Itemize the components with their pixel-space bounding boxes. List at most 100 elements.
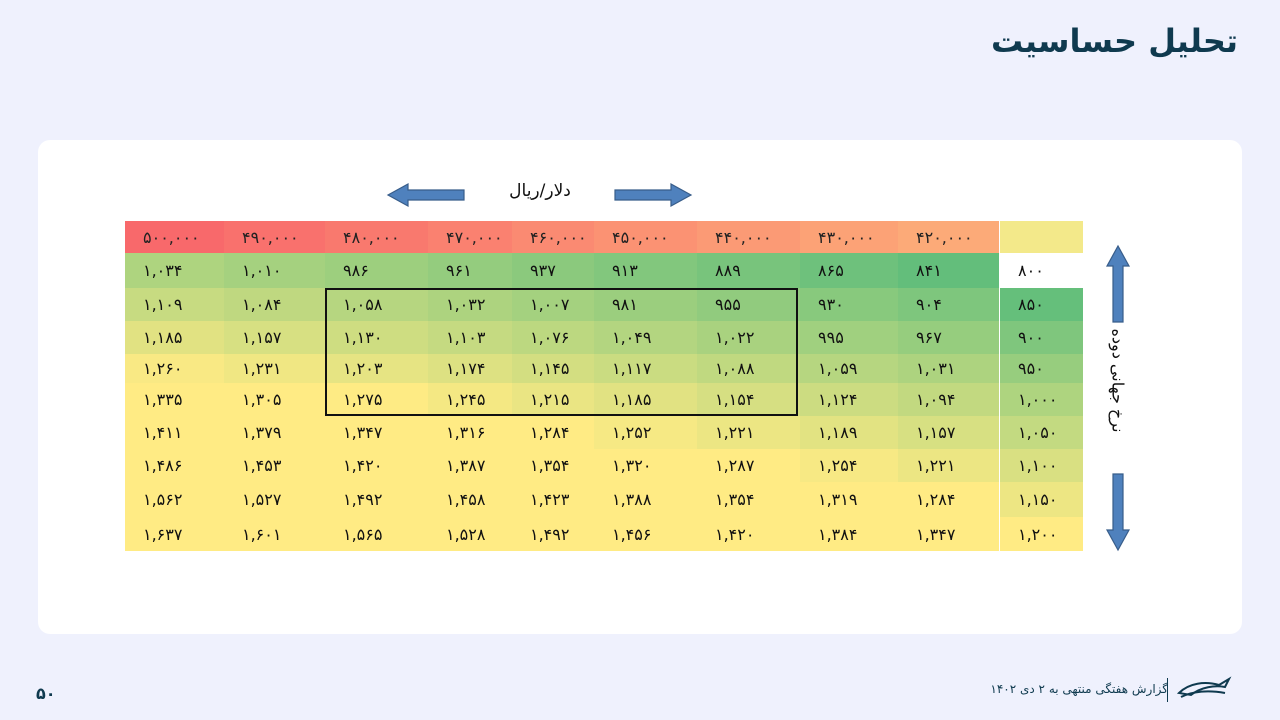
table-cell: ۹۸۶ <box>325 253 428 288</box>
table-cell: ۱,۲۶۰ <box>125 354 224 383</box>
table-cell: ۹۰۴ <box>898 288 999 321</box>
table-cell: ۱,۱۷۴ <box>428 354 512 383</box>
table-cell: ۱,۳۸۸ <box>594 482 697 517</box>
table-cell: ۱,۲۸۴ <box>512 416 594 449</box>
table-cell: ۱,۳۴۷ <box>898 517 999 551</box>
column-header: ۴۷۰,۰۰۰ <box>428 221 512 253</box>
row-header-rate: ۱,۲۰۰ <box>1000 517 1083 551</box>
table-cell: ۸۶۵ <box>800 253 898 288</box>
table-cell: ۱,۲۸۴ <box>898 482 999 517</box>
y-axis-label-wrap: نرخ جهانی دوده <box>1103 300 1133 460</box>
table-cell: ۱,۳۵۴ <box>512 449 594 482</box>
table-cell: ۱,۱۸۵ <box>125 321 224 354</box>
table-cell: ۸۴۱ <box>898 253 999 288</box>
row-header-rate: ۱,۰۰۰ <box>1000 383 1083 416</box>
column-header: ۴۸۰,۰۰۰ <box>325 221 428 253</box>
row-header-rate: ۱,۰۵۰ <box>1000 416 1083 449</box>
arrow-right-icon <box>614 182 693 208</box>
table-cell: ۱,۱۸۹ <box>800 416 898 449</box>
x-axis-label: دلار/ریال <box>509 181 571 201</box>
table-cell: ۱,۲۵۲ <box>594 416 697 449</box>
row-header-rate: ۸۵۰ <box>1000 288 1083 321</box>
table-cell: ۱,۱۰۹ <box>125 288 224 321</box>
arrow-down-icon <box>1105 473 1131 552</box>
table-cell: ۹۶۱ <box>428 253 512 288</box>
table-cell: ۱,۲۸۷ <box>697 449 800 482</box>
arrow-left-icon <box>386 182 465 208</box>
table-cell: ۱,۱۵۴ <box>697 383 800 416</box>
arrow-up-icon <box>1105 244 1131 323</box>
table-cell: ۹۵۵ <box>697 288 800 321</box>
column-header: ۵۰۰,۰۰۰ <box>125 221 224 253</box>
table-cell: ۱,۱۵۷ <box>224 321 325 354</box>
table-cell: ۱,۴۲۰ <box>325 449 428 482</box>
table-cell: ۱,۲۰۳ <box>325 354 428 383</box>
table-cell: ۱,۵۶۲ <box>125 482 224 517</box>
table-cell: ۱,۵۲۷ <box>224 482 325 517</box>
table-cell: ۱,۴۲۰ <box>697 517 800 551</box>
table-cell: ۱,۴۵۸ <box>428 482 512 517</box>
table-cell: ۱,۰۷۶ <box>512 321 594 354</box>
column-header: ۴۲۰,۰۰۰ <box>898 221 999 253</box>
table-cell: ۹۹۵ <box>800 321 898 354</box>
table-cell: ۱,۳۱۹ <box>800 482 898 517</box>
column-header: ۴۳۰,۰۰۰ <box>800 221 898 253</box>
table-cell: ۱,۳۸۴ <box>800 517 898 551</box>
row-header-rate: ۸۰۰ <box>1018 261 1044 280</box>
table-cell: ۱,۱۸۵ <box>594 383 697 416</box>
table-cell: ۱,۲۲۱ <box>697 416 800 449</box>
table-cell: ۱,۲۵۴ <box>800 449 898 482</box>
table-cell: ۱,۳۷۹ <box>224 416 325 449</box>
row-header-rate: ۱,۱۰۰ <box>1000 449 1083 482</box>
table-cell: ۱,۲۴۵ <box>428 383 512 416</box>
page-number: ۵۰ <box>36 684 56 703</box>
table-cell: ۱,۰۵۹ <box>800 354 898 383</box>
table-cell: ۹۸۱ <box>594 288 697 321</box>
table-cell: ۹۶۷ <box>898 321 999 354</box>
table-cell: ۱,۴۹۲ <box>512 517 594 551</box>
table-cell: ۱,۳۵۴ <box>697 482 800 517</box>
table-cell: ۱,۰۸۸ <box>697 354 800 383</box>
table-cell: ۱,۲۷۵ <box>325 383 428 416</box>
table-cell: ۱,۳۴۷ <box>325 416 428 449</box>
table-cell: ۱,۲۱۵ <box>512 383 594 416</box>
table-cell: ۱,۰۱۰ <box>224 253 325 288</box>
column-header: ۴۶۰,۰۰۰ <box>512 221 594 253</box>
highlight-box <box>325 288 798 416</box>
table-cell: ۱,۴۵۶ <box>594 517 697 551</box>
table-cell: ۱,۴۲۳ <box>512 482 594 517</box>
table-cell: ۸۸۹ <box>697 253 800 288</box>
table-cell: ۱,۱۳۰ <box>325 321 428 354</box>
company-logo-icon <box>1176 676 1232 698</box>
table-cell: ۱,۰۹۴ <box>898 383 999 416</box>
table-cell: ۱,۵۲۸ <box>428 517 512 551</box>
table-cell: ۱,۰۳۴ <box>125 253 224 288</box>
table-cell: ۱,۰۳۱ <box>898 354 999 383</box>
corner-cell <box>1000 221 1083 253</box>
report-caption: گزارش هفتگی منتهی به ۲ دی ۱۴۰۲ <box>990 682 1168 696</box>
page-title: تحلیل حساسیت <box>991 22 1238 60</box>
table-cell: ۱,۰۰۷ <box>512 288 594 321</box>
y-axis-label: نرخ جهانی دوده <box>1108 327 1128 433</box>
table-cell: ۱,۱۵۷ <box>898 416 999 449</box>
table-cell: ۱,۰۴۹ <box>594 321 697 354</box>
table-cell: ۱,۱۰۳ <box>428 321 512 354</box>
table-cell: ۹۱۳ <box>594 253 697 288</box>
table-cell: ۱,۱۴۵ <box>512 354 594 383</box>
table-cell: ۱,۴۵۳ <box>224 449 325 482</box>
table-cell: ۱,۵۶۵ <box>325 517 428 551</box>
table-cell: ۱,۳۳۵ <box>125 383 224 416</box>
table-cell: ۱,۲۲۱ <box>898 449 999 482</box>
table-cell: ۱,۳۲۰ <box>594 449 697 482</box>
table-cell: ۱,۴۸۶ <box>125 449 224 482</box>
table-cell: ۱,۴۱۱ <box>125 416 224 449</box>
table-cell: ۱,۰۳۲ <box>428 288 512 321</box>
table-cell: ۱,۲۳۱ <box>224 354 325 383</box>
row-header-rate: ۱,۱۵۰ <box>1000 482 1083 517</box>
table-cell: ۱,۱۲۴ <box>800 383 898 416</box>
table-cell: ۱,۱۱۷ <box>594 354 697 383</box>
row-header-rate: ۹۵۰ <box>1000 354 1083 383</box>
table-cell: ۱,۶۳۷ <box>125 517 224 551</box>
table-cell: ۱,۳۸۷ <box>428 449 512 482</box>
table-cell: ۱,۳۱۶ <box>428 416 512 449</box>
